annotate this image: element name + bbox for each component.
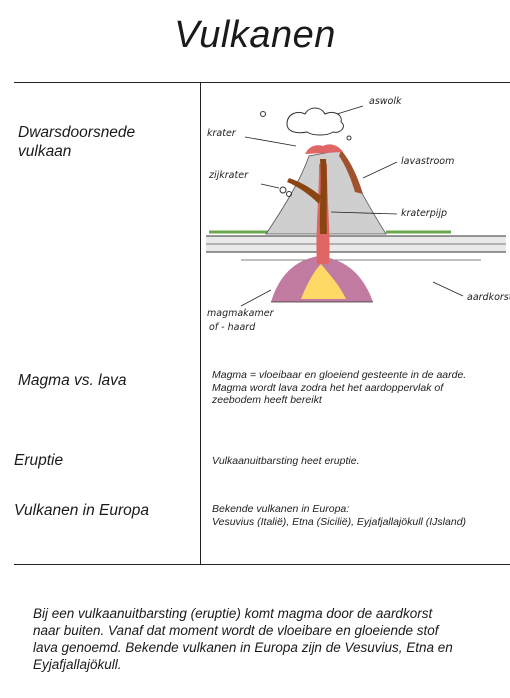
ash-cloud xyxy=(287,108,343,135)
label-krater: krater xyxy=(207,128,237,139)
summary-line: Eyjafjallajökull. xyxy=(33,656,503,673)
row-desc-vulkanen-in-europa: Bekende vulkanen in Europa: Vesuvius (It… xyxy=(212,503,466,528)
label-zijkrater: zijkrater xyxy=(208,170,249,181)
pointer-line xyxy=(363,162,397,178)
row-label-dwarsdoorsnede: Dwarsdoorsnede vulkaan xyxy=(18,123,135,161)
summary-paragraph: Bij een vulkaanuitbarsting (eruptie) kom… xyxy=(33,605,503,673)
ash-particle xyxy=(261,112,266,117)
pointer-line xyxy=(261,184,279,188)
pointer-line xyxy=(241,290,271,306)
label-magmakamer: magmakamer xyxy=(207,308,275,319)
row-label-eruptie: Eruptie xyxy=(14,451,63,470)
ash-particle xyxy=(280,187,286,193)
ash-particle xyxy=(347,136,351,140)
desc-line: zeebodem heeft bereikt xyxy=(212,394,466,407)
row-desc-magma-vs-lava: Magma = vloeibaar en gloeiend gesteente … xyxy=(212,369,466,407)
label-kraterpijp: kraterpijp xyxy=(401,208,447,219)
desc-line: Bekende vulkanen in Europa: xyxy=(212,503,466,516)
row-label-line: vulkaan xyxy=(18,142,135,161)
row-desc-eruptie: Vulkaanuitbarsting heet eruptie. xyxy=(212,455,360,468)
desc-line: Magma wordt lava zodra het het aardopper… xyxy=(212,382,466,395)
table-bottom-border xyxy=(14,564,510,565)
desc-line: Vulkaanuitbarsting heet eruptie. xyxy=(212,455,360,468)
table-top-border xyxy=(14,82,510,83)
label-lavastroom: lavastroom xyxy=(401,156,454,167)
desc-line: Magma = vloeibaar en gloeiend gesteente … xyxy=(212,369,466,382)
volcano-cross-section-diagram: aswolk krater zijkrater lavastroom krate… xyxy=(201,84,510,346)
row-label-vulkanen-in-europa: Vulkanen in Europa xyxy=(14,501,149,520)
label-aardkorst: aardkorst xyxy=(467,292,510,303)
row-label-magma-vs-lava: Magma vs. lava xyxy=(18,371,127,390)
pointer-line xyxy=(433,282,463,296)
label-aswolk: aswolk xyxy=(369,96,402,107)
summary-line: lava genoemd. Bekende vulkanen in Europa… xyxy=(33,639,503,656)
row-label-line: Dwarsdoorsnede xyxy=(18,123,135,142)
main-pipe-trunk xyxy=(320,159,327,234)
pointer-line xyxy=(245,137,296,146)
pointer-line xyxy=(337,106,363,114)
label-haard: of - haard xyxy=(209,322,256,333)
page-title: Vulkanen xyxy=(0,14,510,57)
desc-line: Vesuvius (Italië), Etna (Sicilië), Eyjaf… xyxy=(212,516,466,529)
summary-line: Bij een vulkaanuitbarsting (eruptie) kom… xyxy=(33,605,503,622)
summary-line: naar buiten. Vanaf dat moment wordt de v… xyxy=(33,622,503,639)
